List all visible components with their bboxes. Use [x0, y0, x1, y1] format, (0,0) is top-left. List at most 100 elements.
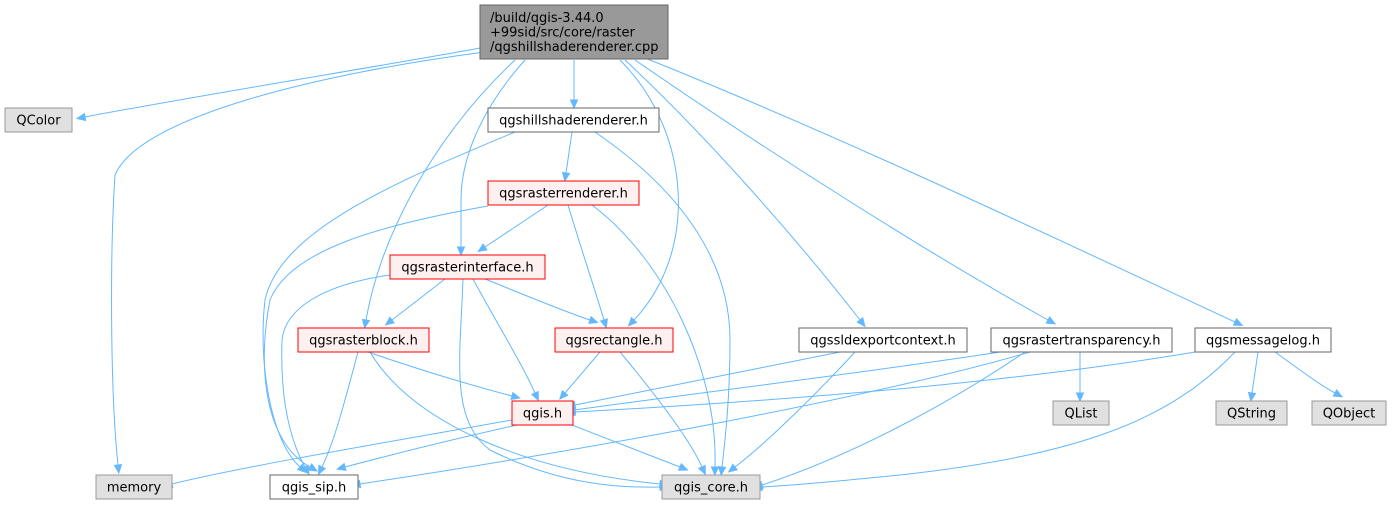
edge-line	[365, 59, 516, 321]
edge-line	[111, 51, 486, 466]
edges-layer	[75, 47, 1344, 492]
edge-messagelog_h-to-qstring	[1247, 351, 1259, 403]
edge-rastertransparency_h-to-qgis_h	[565, 351, 1001, 415]
edge-messagelog_h-to-qgis_core_h	[752, 351, 1236, 492]
edge-line	[263, 205, 489, 468]
edge-line	[281, 274, 391, 468]
node-rectangle-h[interactable]: qgsrectangle.h	[554, 327, 674, 353]
edge-line	[644, 57, 1236, 323]
node-label: /qgshillshaderenderer.cpp	[490, 40, 659, 55]
edge-line	[571, 424, 681, 468]
edge-line	[369, 351, 661, 485]
edge-line	[484, 204, 549, 248]
node-box	[1311, 400, 1387, 426]
edge-arrowhead	[677, 462, 689, 471]
edge-line	[567, 204, 605, 321]
edge-arrowhead	[717, 466, 727, 477]
node-label: qgsrectangle.h	[565, 334, 662, 349]
nodes-layer: /build/qgis-3.44.0+99sid/src/core/raster…	[4, 4, 1387, 500]
edge-line	[359, 351, 1031, 485]
node-label: qgis_core.h	[674, 481, 748, 496]
edge-rasterinterface_h-to-rectangle_h	[484, 278, 599, 324]
edge-rasterinterface_h-to-qgis_sip_h	[281, 274, 391, 476]
node-rasterinterface-h[interactable]: qgsrasterinterface.h	[389, 254, 546, 280]
edge-line	[1251, 351, 1259, 394]
edge-line	[619, 59, 679, 321]
edge-arrowhead	[318, 464, 327, 476]
edge-rectangle_h-to-qgis_h	[558, 351, 601, 401]
edge-line	[565, 131, 573, 174]
edge-arrowhead	[477, 243, 488, 253]
node-box	[1215, 400, 1288, 426]
edge-line	[619, 351, 703, 468]
edge-rasterrenderer_h-to-qgis_core_h	[591, 204, 720, 477]
node-qgis-core-h: qgis_core.h	[661, 474, 761, 500]
edge-arrowhead	[113, 464, 123, 475]
edge-arrowhead	[697, 464, 706, 476]
node-box	[798, 327, 968, 353]
node-qgis-h[interactable]: qgis.h	[511, 400, 574, 426]
edge-arrowhead	[307, 463, 319, 472]
edge-line	[344, 424, 518, 468]
node-label: memory	[107, 481, 162, 496]
node-memory: memory	[95, 474, 173, 500]
node-label: QObject	[1323, 407, 1376, 422]
edge-root-to-rectangle_h	[619, 59, 679, 327]
node-hillshade-h[interactable]: qgshillshaderenderer.h	[487, 107, 660, 133]
edge-line	[460, 59, 526, 247]
edge-root-to-memory	[111, 51, 486, 475]
edge-line	[564, 351, 601, 394]
node-label: qgsrasterblock.h	[309, 334, 418, 349]
edge-arrowhead	[510, 391, 521, 400]
edge-arrowhead	[588, 315, 599, 324]
edge-arrowhead	[710, 466, 720, 477]
node-rasterrenderer-h[interactable]: qgsrasterrenderer.h	[487, 180, 640, 206]
edge-line	[484, 278, 591, 321]
edge-arrowhead	[561, 171, 571, 183]
edge-rasterrenderer_h-to-rectangle_h	[567, 204, 608, 329]
node-label: qgsrasterrenderer.h	[499, 187, 628, 202]
node-messagelog-h[interactable]: qgsmessagelog.h	[1194, 327, 1332, 353]
edge-rasterblock_h-to-qgis_h	[367, 351, 521, 400]
node-label: QList	[1065, 407, 1098, 422]
node-box	[661, 474, 761, 500]
node-qstring: QString	[1215, 400, 1288, 426]
edge-hillshade_h-to-qgis_sip_h	[262, 131, 516, 474]
node-rasterblock-h[interactable]: qgsrasterblock.h	[297, 327, 430, 353]
node-box	[511, 400, 574, 426]
edge-qgis_h-to-qgis_sip_h	[336, 424, 518, 471]
edge-rasterrenderer_h-to-qgis_sip_h	[263, 205, 489, 472]
node-label: qgis_sip.h	[282, 481, 346, 496]
edge-line	[1274, 351, 1336, 394]
edge-arrowhead	[727, 463, 739, 473]
node-rastertransparency-h[interactable]: qgsrastertransparency.h	[990, 327, 1173, 353]
node-box	[269, 474, 359, 500]
edge-line	[624, 59, 861, 321]
node-box	[1052, 400, 1110, 426]
edge-rasterblock_h-to-qgis_sip_h	[318, 351, 359, 476]
edge-line	[574, 351, 1001, 411]
node-box	[389, 254, 546, 280]
edge-arrowhead	[301, 464, 310, 476]
edge-arrowhead	[530, 390, 539, 402]
node-qgis-sip-h[interactable]: qgis_sip.h	[269, 474, 359, 500]
edge-root-to-hillshade_h	[569, 60, 579, 110]
node-sldexport-h[interactable]: qgssldexportcontext.h	[798, 327, 968, 353]
node-label: qgsmessagelog.h	[1206, 334, 1320, 349]
edge-root-to-rasterinterface_h	[456, 59, 526, 257]
node-box	[95, 474, 173, 500]
node-label: qgsrasterinterface.h	[401, 261, 533, 276]
edge-rectangle_h-to-qgis_core_h	[619, 351, 706, 476]
node-label: QString	[1227, 407, 1276, 422]
node-box	[479, 4, 669, 60]
edge-arrowhead	[599, 318, 608, 329]
edge-rasterinterface_h-to-rasterblock_h	[384, 278, 446, 326]
node-box	[990, 327, 1173, 353]
node-qobject: QObject	[1311, 400, 1387, 426]
edge-arrowhead	[456, 246, 466, 257]
node-label: QColor	[16, 114, 61, 129]
edge-line	[734, 351, 856, 468]
edge-arrowhead	[1232, 317, 1244, 326]
node-root[interactable]: /build/qgis-3.44.0+99sid/src/core/raster…	[479, 4, 669, 60]
